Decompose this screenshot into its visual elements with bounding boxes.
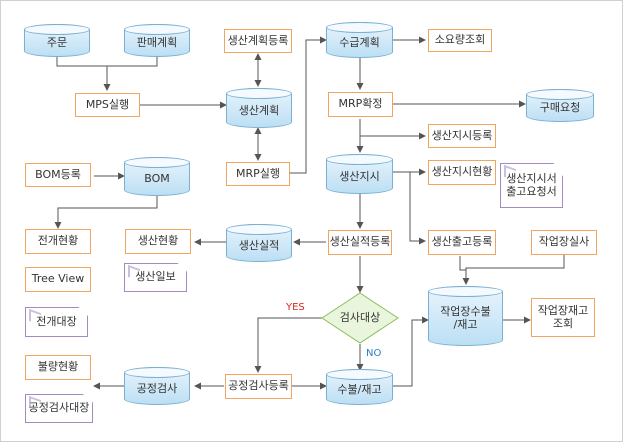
work-order-status-label: 생산지시현황 [431,165,493,179]
prod-status-box[interactable]: 생산현황 [125,229,191,254]
bom-reg-label: BOM등록 [35,167,81,181]
req-qty-box[interactable]: 소요량조회 [428,29,492,52]
expand-ledger-doc[interactable]: 전개대장 [25,307,88,337]
work-order-doc[interactable]: 생산지시서 출고요청서 [500,163,563,208]
process-inspect-ledger-doc[interactable]: 공정검사대장 [25,394,93,423]
work-order-doc-line1: 생산지시서 [506,171,557,185]
yes-label: YES [286,302,305,313]
edge-inspect-yes [254,317,322,373]
work-order-status-box[interactable]: 생산지시현황 [428,160,496,185]
prod-daily-doc[interactable]: 생산일보 [124,263,187,292]
edge-bom-expand [54,196,158,229]
sales-plan-label: 판매계획 [136,36,178,50]
inspect-target-label: 검사대상 [339,310,381,324]
supply-plan-label: 수급계획 [339,35,380,49]
mrp-run-box[interactable]: MRP실행 [226,162,290,186]
prod-result-db[interactable]: 생산실적 [226,224,292,262]
purchase-req-label: 구매요청 [539,101,581,115]
bom-db[interactable]: BOM [124,157,190,196]
edge-issuereg-workshop [459,256,467,284]
no-label: NO [366,348,382,359]
inspect-target-diamond [321,292,399,344]
workshop-stock-box[interactable]: 작업장재고 조회 [531,298,595,337]
edge-receipt-workshop [393,316,429,387]
prod-result-reg-box[interactable]: 생산실적등록 [328,230,392,255]
prod-plan-reg-box[interactable]: 생산계획등록 [224,29,292,53]
expand-ledger-label: 전개대장 [36,314,77,328]
prod-plan-label: 생산계획 [238,103,280,117]
workshop-receipt-line2: /재고 [453,318,478,331]
supply-plan-db[interactable]: 수급계획 [326,22,393,58]
tree-view-box[interactable]: Tree View [25,267,91,292]
sales-plan-db[interactable]: 판매계획 [124,24,190,57]
process-inspect-reg-box[interactable]: 공정검사등록 [225,374,292,399]
mps-run-label: MPS실행 [85,97,130,111]
expand-status-label: 전개현황 [37,234,79,248]
bom-label: BOM [144,172,170,186]
prod-result-label: 생산실적 [238,238,280,252]
workshop-stock-line1: 작업장재고 [537,303,589,317]
expand-status-box[interactable]: 전개현황 [25,229,91,254]
work-order-reg-label: 생산지시등록 [431,128,493,142]
prod-issue-reg-label: 생산출고등록 [431,235,493,249]
process-inspect-label: 공정검사 [136,381,178,395]
order-db[interactable]: 주문 [24,24,90,57]
work-order-doc-line2: 출고요청서 [506,184,557,198]
workshop-receipt-line1: 작업장수불 [440,305,491,319]
workshop-actual-label: 작업장실사 [538,235,590,249]
edge-order-to-mps [56,55,111,91]
mrp-confirm-box[interactable]: MRP확정 [328,92,393,117]
workshop-receipt-db[interactable]: 작업장수불 /재고 [428,286,503,346]
tree-view-label: Tree View [31,272,85,286]
defect-status-box[interactable]: 불량현황 [25,355,91,380]
process-inspect-reg-label: 공정검사등록 [228,379,289,393]
prod-plan-reg-label: 생산계획등록 [227,33,289,47]
prod-plan-db[interactable]: 생산계획 [226,88,292,128]
edge-mrprun-supply [290,36,327,174]
order-label: 주문 [46,36,68,50]
process-inspect-ledger-label: 공정검사대장 [28,401,90,415]
edge-workorder-issuereg [409,172,426,245]
prod-status-label: 생산현황 [137,234,179,248]
bom-reg-box[interactable]: BOM등록 [25,163,91,187]
workshop-actual-box[interactable]: 작업장실사 [531,230,597,255]
req-qty-label: 소요량조회 [434,33,486,47]
work-order-reg-box[interactable]: 생산지시등록 [428,124,496,148]
receipt-stock-db[interactable]: 수불/재고 [326,369,393,405]
prod-issue-reg-box[interactable]: 생산출고등록 [428,230,496,255]
workshop-stock-line2: 조회 [552,316,574,330]
edge-sales-to-mps [107,55,158,67]
defect-status-label: 불량현황 [37,360,79,374]
work-order-db[interactable]: 생산지시 [326,154,393,194]
edge-actual-workshop [462,255,565,285]
work-order-label: 생산지시 [339,169,380,183]
purchase-req-db[interactable]: 구매요청 [526,89,594,122]
receipt-stock-label: 수불/재고 [337,382,382,396]
mrp-run-label: MRP실행 [235,166,280,180]
prod-daily-label: 생산일보 [135,270,176,284]
process-inspect-db[interactable]: 공정검사 [124,367,190,405]
prod-result-reg-label: 생산실적등록 [329,235,391,249]
inspect-target-decision[interactable]: 검사대상 [322,308,398,328]
mrp-confirm-label: MRP확정 [338,97,383,111]
mps-run-box[interactable]: MPS실행 [75,93,140,117]
